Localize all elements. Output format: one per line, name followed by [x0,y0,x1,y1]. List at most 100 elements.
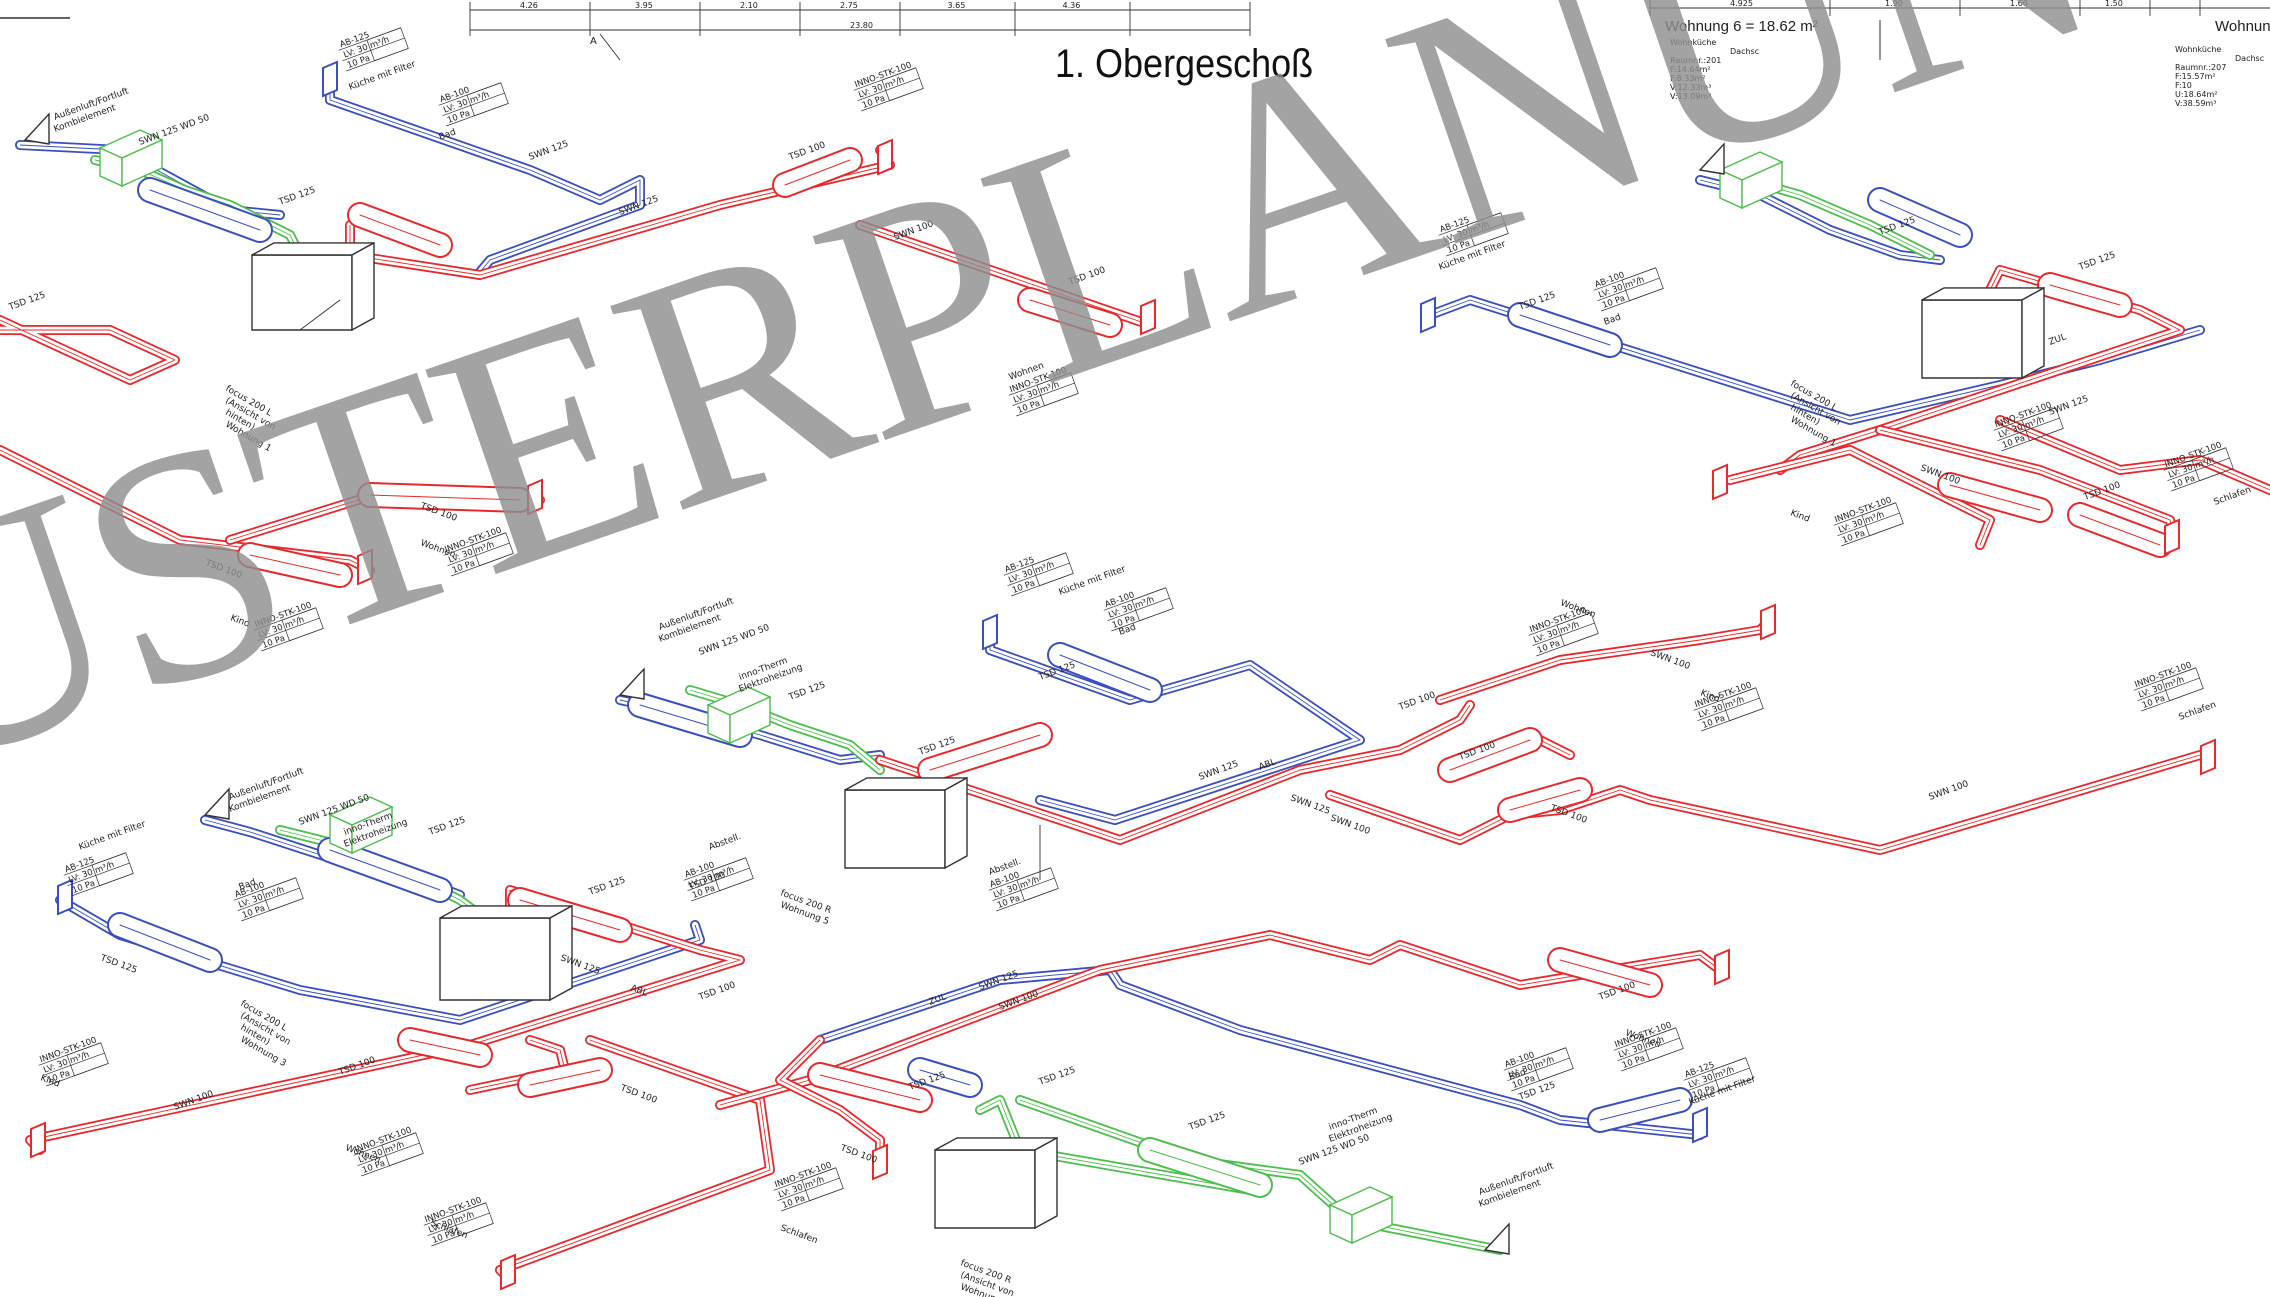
label-zul: ZUL [2048,332,2068,347]
terminal-plate [30,1121,46,1159]
terminal-lc-1 [1714,948,1730,986]
duct-center [819,969,1701,1136]
outlet-tag-frame [1621,267,1664,302]
dimension-segment-label: 3.95 [635,1,653,10]
terminal-plate [322,60,338,98]
outlet-tag-frame [1131,587,1174,622]
dimension-segment-label: 1.90 [1885,0,1903,8]
label-tsd: TSD 100 [203,558,243,581]
outlet-tag-rule [237,887,300,912]
silencer-tl-4 [1017,287,1123,338]
unit-focus-lc [934,1136,1058,1230]
outlet-tag-frame [711,857,754,892]
silencer-axis [819,1074,921,1101]
outlet-tag-frame [466,82,509,117]
heater-box-ll [328,796,394,855]
outlet-tag-frame [1031,552,1074,587]
label-schlafen: Schlafen [779,1223,819,1246]
heater-box-lc [1328,1186,1394,1245]
silencer-lc-1 [807,1062,933,1113]
label-tsd: TSD 100 [838,1143,878,1166]
dimension-segment-label: 2.75 [840,1,858,10]
silencer-c-4 [1437,727,1543,783]
supply-duct-c [875,700,1475,845]
outlet-tag-rule [857,77,920,102]
silencer-axis [409,1039,481,1056]
outlet-tag-frame [66,1042,109,1077]
terminal-plate [1420,296,1436,334]
heater-box-tr [1718,151,1784,210]
terminal-ab-c [982,613,998,651]
silencer-axis [249,554,341,576]
label-kind: Kind [229,613,251,629]
silencer-c-3 [917,722,1053,783]
outlet-tag-rule [1007,562,1070,587]
hood-shape [1698,142,1725,175]
room-block-line: F:8.33m² [1670,74,1706,83]
duct-center [469,1039,566,1091]
duct-center [329,80,641,273]
label-tsd: TSD 125 [277,185,317,208]
outlet-tag-rule [1617,1037,1680,1062]
outlet-tag-frame [1711,1057,1754,1092]
label-swn: SWN 125 [528,139,570,163]
wall-hood-lc [1483,1222,1510,1255]
silencer-axis [1059,654,1151,691]
duct-inner [816,966,1704,1139]
duct-center [989,630,1361,821]
label-tsd: TSD 125 [787,680,827,703]
terminal-left-1 [527,478,543,516]
hood-shape [1483,1222,1510,1255]
silencer-lc-4 [1137,1137,1273,1198]
dimension-segment-label: 4.36 [1063,1,1081,10]
label-kueche: Küche mit Filter [78,819,148,852]
silencer-axis [329,849,441,891]
apartment-area-header-far: Wohnung [2215,18,2270,35]
outlet-tag-rule [1107,597,1170,622]
outlet-tag-frame [1466,212,1509,247]
outlet-tag-rule [342,37,405,62]
silencer-tr-5 [2067,502,2173,558]
outlet-tag-frame [1641,1027,1684,1062]
dimension-segment-label: 4.925 [1730,0,1753,8]
silencer-axis [1599,1099,1681,1121]
outlet-tag-frame [451,1202,494,1237]
unit-focus-tl [251,241,375,332]
duct-center [0,319,176,381]
silencer-tr-4 [1937,472,2053,523]
silencer-tl-2 [347,202,453,258]
label-schlafen: Schlafen [2178,700,2218,723]
silencer-axis [1149,1149,1261,1186]
outlet-tag-rule [1837,512,1900,537]
label-swn: SWN 125 [1289,793,1331,817]
wall-hood-tl [23,112,50,145]
outlet-tag-rule [2167,457,2230,482]
terminal-tl-1 [877,138,893,176]
label-tsd: TSD 125 [427,815,467,838]
silencer-axis [919,1069,971,1086]
hood-shape [23,112,50,145]
outlet-tag-frame [471,532,514,567]
silencer-ll-1 [317,837,453,903]
unit-front [934,1149,1036,1229]
outlet-tag-frame [1861,502,1904,537]
terminal-plate [877,138,893,176]
unit-front [1921,299,2023,379]
room-block-line: Dachsc [1730,47,1759,56]
silencer-axis [369,494,521,501]
label-swn: SWN 100 [1928,779,1971,803]
duct-center [1329,754,2211,851]
heater-box-tl [98,129,164,188]
unit-side [2021,286,2045,380]
room-block-line: Wohnküche [1670,38,1716,47]
box-right [1741,160,1783,210]
